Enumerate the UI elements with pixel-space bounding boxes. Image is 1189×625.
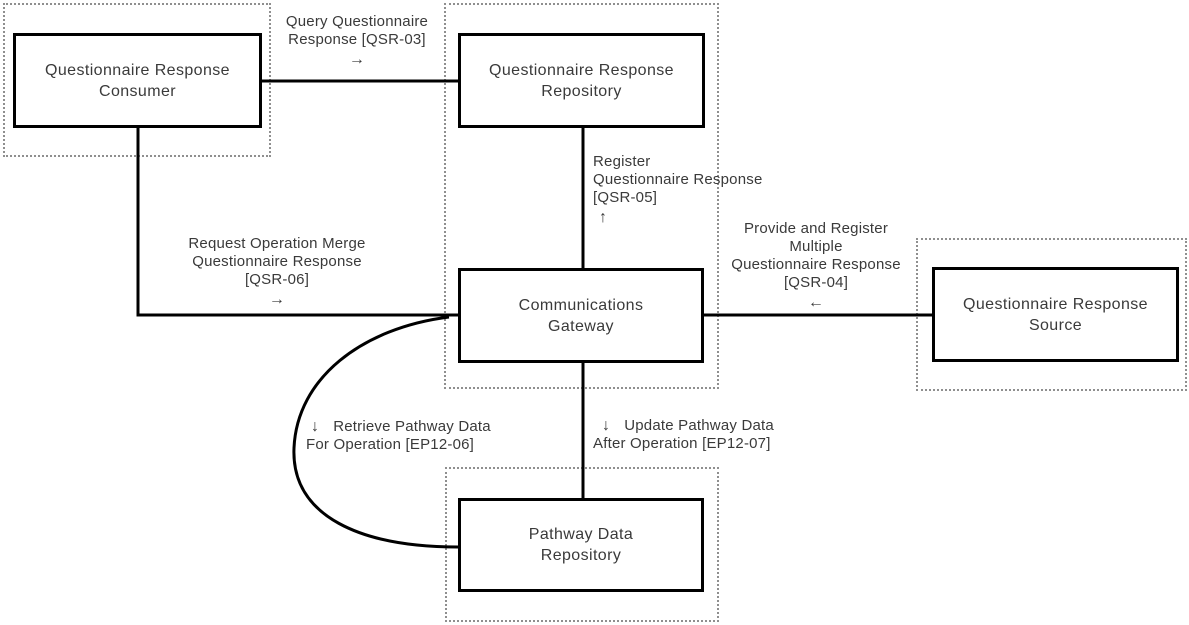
right-arrow-icon: → xyxy=(348,51,366,68)
edge-label-ep12-07: ↓Update Pathway Data After Operation [EP… xyxy=(593,417,774,452)
edge-label-qsr06: Request Operation Merge Questionnaire Re… xyxy=(157,235,397,309)
node-label: Questionnaire Response Repository xyxy=(489,61,674,100)
node-label: Pathway Data Repository xyxy=(528,526,634,564)
edge-label-qsr03: Query Questionnaire Response [QSR-03] → xyxy=(247,13,467,69)
node-label: Communications Gateway xyxy=(518,296,644,335)
node-communications-gateway: Communications Gateway xyxy=(458,268,704,363)
connector-consumer-to-gateway xyxy=(136,128,459,317)
node-pathway-data-repository: Pathway Data Repository xyxy=(458,498,704,592)
down-arrow-icon: ↓ xyxy=(311,418,320,435)
up-arrow-icon: ↑ xyxy=(599,209,608,226)
node-questionnaire-response-consumer: Questionnaire Response Consumer xyxy=(13,33,262,128)
edge-label-qsr05: Register Questionnaire Response [QSR-05]… xyxy=(593,153,763,226)
edge-label-qsr04: Provide and Register Multiple Questionna… xyxy=(706,220,926,312)
node-questionnaire-response-repository: Questionnaire Response Repository xyxy=(458,33,705,128)
node-questionnaire-response-source: Questionnaire Response Source xyxy=(932,267,1179,362)
left-arrow-icon: ← xyxy=(807,294,825,311)
edge-label-ep12-06: ↓Retrieve Pathway Data For Operation [EP… xyxy=(306,418,491,453)
connector-gateway-to-pathway-arc xyxy=(292,315,459,549)
down-arrow-icon: ↓ xyxy=(602,417,611,434)
right-arrow-icon: → xyxy=(268,291,286,308)
node-label: Questionnaire Response Source xyxy=(963,295,1148,334)
node-label: Questionnaire Response Consumer xyxy=(45,61,230,100)
